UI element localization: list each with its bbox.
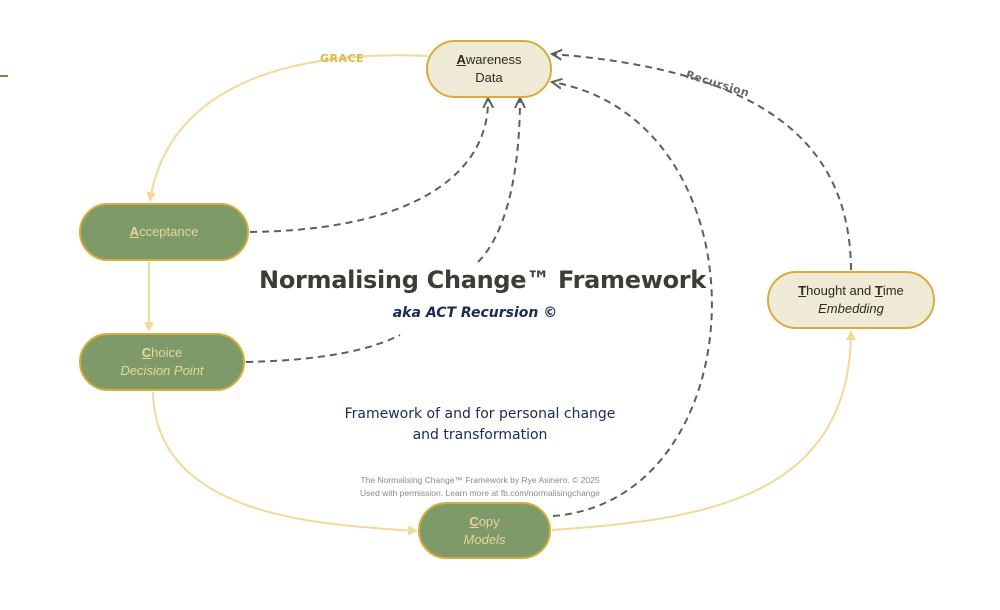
node-awareness-title: Awareness [456,52,522,68]
node-awareness-sub: Data [475,70,503,85]
node-copy-sub: Models [463,531,506,547]
node-acceptance: Acceptance [79,203,249,261]
description-line-1: Framework of and for personal change [344,406,616,422]
credit-line-1: The Normalising Change™ Framework by Rye… [360,475,600,485]
credit-line-2: Used with permission. Learn more at fb.c… [359,488,600,498]
edge-recursion-copy [552,82,713,517]
credit-text: The Normalising Change™ Framework by Rye… [320,474,640,500]
edge-recursion-choice-upper [477,98,520,263]
diagram-title: Normalising Change™ Framework [259,266,706,294]
diagram-description: Framework of and for personal change and… [320,404,640,446]
edge-recursion-thought [552,54,852,271]
edge-recursion-acceptance [249,98,488,233]
node-choice: Choice Decision Point [79,333,245,391]
edge-grace [146,54,429,202]
edge-copy-thought [551,330,856,531]
node-thought-title: Thought and Time [798,283,904,299]
edge-choice-copy [152,391,418,536]
node-acceptance-title: Acceptance [129,224,199,240]
node-choice-title: Choice [141,345,183,361]
edge-recursion-choice [245,334,401,363]
node-copy: Copy Models [418,502,551,559]
node-copy-title: Copy [469,513,500,529]
description-line-2: and transformation [412,427,548,443]
left-edge-line [0,75,8,77]
diagram-subtitle: aka ACT Recursion © [392,305,558,321]
node-thought-and-time: Thought and Time Embedding [767,271,935,329]
node-awareness: Awareness Data [426,40,552,98]
node-thought-sub: Embedding [818,301,884,316]
node-choice-sub: Decision Point [120,363,204,378]
grace-label: GRACE [320,52,365,65]
